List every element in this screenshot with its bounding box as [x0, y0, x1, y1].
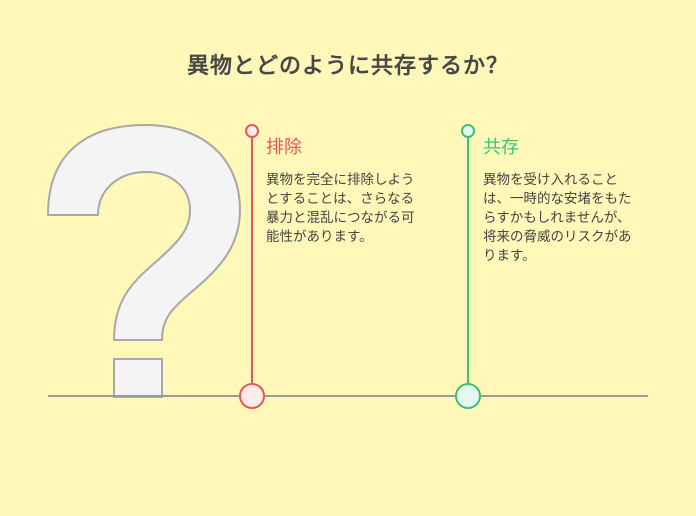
- marker-coexistence: [455, 124, 481, 409]
- exclusion-description: 異物を完全に排除しようとすることは、さらなる暴力と混乱につながる可能性があります…: [266, 172, 415, 245]
- exclusion-heading: 排除: [266, 137, 302, 158]
- marker-exclusion: [239, 124, 265, 409]
- question-mark-icon: [47, 124, 241, 398]
- page-title: 異物とどのように共存するか？: [186, 54, 509, 79]
- coexistence-description: 異物を受け入れることは、一時的な安堵をもたらすかもしれませんが、将来の脅威のリス…: [483, 172, 632, 264]
- coexistence-heading: 共存: [483, 137, 519, 158]
